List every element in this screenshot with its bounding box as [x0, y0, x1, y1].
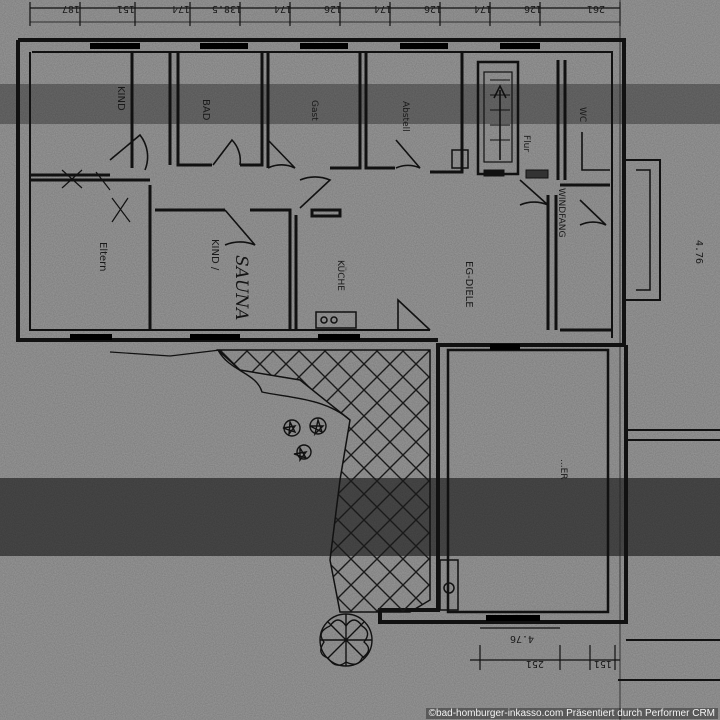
- room-kueche: KÜCHE: [335, 260, 346, 291]
- room-kind-top: KIND: [115, 86, 126, 111]
- kitchen-fixtures: [315, 149, 469, 611]
- room-labels: KIND BAD Gast Abstell Flur WC Eltern KIN…: [97, 86, 587, 480]
- dim-top-4: 138.5: [212, 3, 242, 14]
- dim-top-6: 126: [324, 3, 342, 14]
- terrace-lattice: [109, 349, 431, 613]
- room-flur: Flur: [521, 135, 531, 152]
- dim-top-8: 126: [424, 3, 442, 14]
- room-wohnen: ...ER: [558, 459, 568, 480]
- dim-top-5: 174: [274, 3, 292, 14]
- room-sauna-handwritten: SAUNA: [231, 255, 251, 320]
- windows-top: [70, 43, 540, 621]
- dim-bottom-1: 4.76: [510, 633, 534, 644]
- dim-top-1: 187: [62, 3, 80, 14]
- dim-top-3: 174: [172, 3, 190, 14]
- room-eltern: Eltern: [97, 242, 108, 271]
- outer-walls: [16, 38, 720, 681]
- dim-top-9: 174: [474, 3, 492, 14]
- room-abstell: Abstell: [400, 101, 410, 132]
- room-bad: BAD: [200, 99, 211, 121]
- dim-top-2: 151: [117, 3, 135, 14]
- room-windfang: WINDFANG: [556, 188, 566, 237]
- plant-icon: [282, 417, 327, 463]
- room-kind-sauna: KIND /: [209, 239, 220, 271]
- room-eg-diele: EG-DIELE: [463, 261, 474, 308]
- top-dimension-chain: 187 151 174 138.5 174 126 174 126 174 12…: [29, 0, 621, 720]
- dim-top-7: 174: [374, 3, 392, 14]
- dim-bottom-2: 251: [526, 658, 544, 669]
- door-swings: [61, 132, 610, 331]
- tree-icon: [319, 613, 373, 667]
- bottom-dimension-chain: [470, 627, 620, 670]
- dim-top-11: 261: [587, 3, 605, 14]
- dim-bottom-3: 151: [594, 658, 612, 669]
- room-wc: WC: [577, 107, 587, 122]
- interior-walls: [30, 52, 612, 332]
- dim-right: 4.76: [693, 240, 704, 264]
- staircase: [476, 60, 549, 179]
- credit-watermark: ©bad-homburger-inkasso.com Präsentiert d…: [425, 708, 718, 719]
- dim-top-10: 126: [524, 3, 542, 14]
- room-gast: Gast: [309, 100, 319, 121]
